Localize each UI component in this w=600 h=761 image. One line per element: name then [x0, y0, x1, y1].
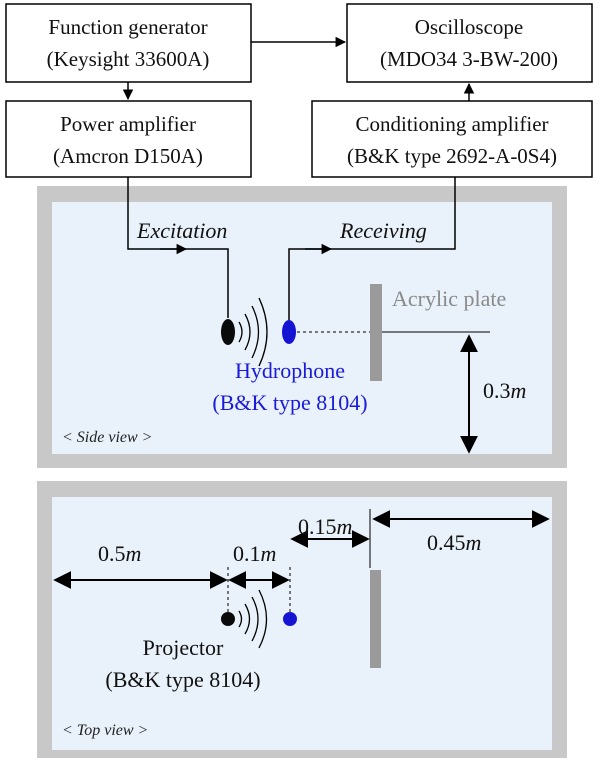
conditioning-amplifier-box: Conditioning amplifier (B&K type 2692-A-… [311, 100, 593, 178]
function-generator-model: (Keysight 33600A) [47, 47, 210, 71]
function-generator-title: Function generator [48, 15, 207, 39]
dist-1-unit: m [126, 541, 142, 566]
side-sound-waves [238, 297, 268, 367]
side-view-caption: < Side view > [62, 429, 152, 446]
projector-top-marker [221, 612, 235, 626]
conditioning-amplifier-model: (B&K type 2692-A-0S4) [347, 144, 557, 168]
dist-4-value: 0.45 [427, 530, 466, 555]
depth-unit: m [511, 378, 527, 403]
projector-label: Projector [143, 635, 224, 660]
receiving-label: Receiving [339, 218, 427, 243]
dist-4-unit: m [466, 530, 482, 555]
side-view-tank [37, 186, 567, 468]
acrylic-plate-label: Acrylic plate [392, 286, 506, 311]
excitation-label: Excitation [136, 218, 227, 243]
projector-side-marker [221, 319, 235, 345]
acrylic-plate-top [370, 570, 381, 668]
oscilloscope-model: (MDO34 3-BW-200) [380, 47, 558, 71]
conditioning-amplifier-title: Conditioning amplifier [355, 112, 548, 136]
dist-3-unit: m [337, 514, 353, 539]
oscilloscope-title: Oscilloscope [415, 15, 523, 39]
power-amplifier-title: Power amplifier [60, 112, 196, 136]
depth-value: 0.3 [483, 378, 511, 403]
projector-model-label: (B&K type 8104) [105, 667, 260, 692]
dist-2-unit: m [261, 541, 277, 566]
function-generator-box: Function generator (Keysight 33600A) [5, 3, 252, 83]
top-sound-waves [238, 589, 268, 649]
power-amplifier-model: (Amcron D150A) [53, 144, 203, 168]
hydrophone-top-marker [283, 612, 297, 626]
acrylic-plate-side [370, 284, 382, 381]
hydrophone-side-marker [282, 320, 296, 344]
depth-dimension-label: 0.3m [483, 378, 526, 403]
dist-2-value: 0.1 [233, 541, 261, 566]
distance-hydrophone-to-plate-label: 0.15m [298, 514, 352, 539]
dist-3-value: 0.15 [298, 514, 337, 539]
oscilloscope-box: Oscilloscope (MDO34 3-BW-200) [346, 3, 593, 83]
hydrophone-model-label: (B&K type 8104) [212, 390, 367, 415]
distance-plate-to-wall-label: 0.45m [427, 530, 481, 555]
distance-projector-to-hydrophone-label: 0.1m [233, 541, 276, 566]
top-view-caption: < Top view > [62, 722, 148, 739]
power-amplifier-box: Power amplifier (Amcron D150A) [5, 100, 252, 178]
hydrophone-label: Hydrophone [235, 358, 345, 383]
distance-wall-to-projector-label: 0.5m [98, 541, 141, 566]
receiving-cable [288, 177, 456, 322]
side-tank-water [52, 202, 552, 454]
dist-1-value: 0.5 [98, 541, 126, 566]
